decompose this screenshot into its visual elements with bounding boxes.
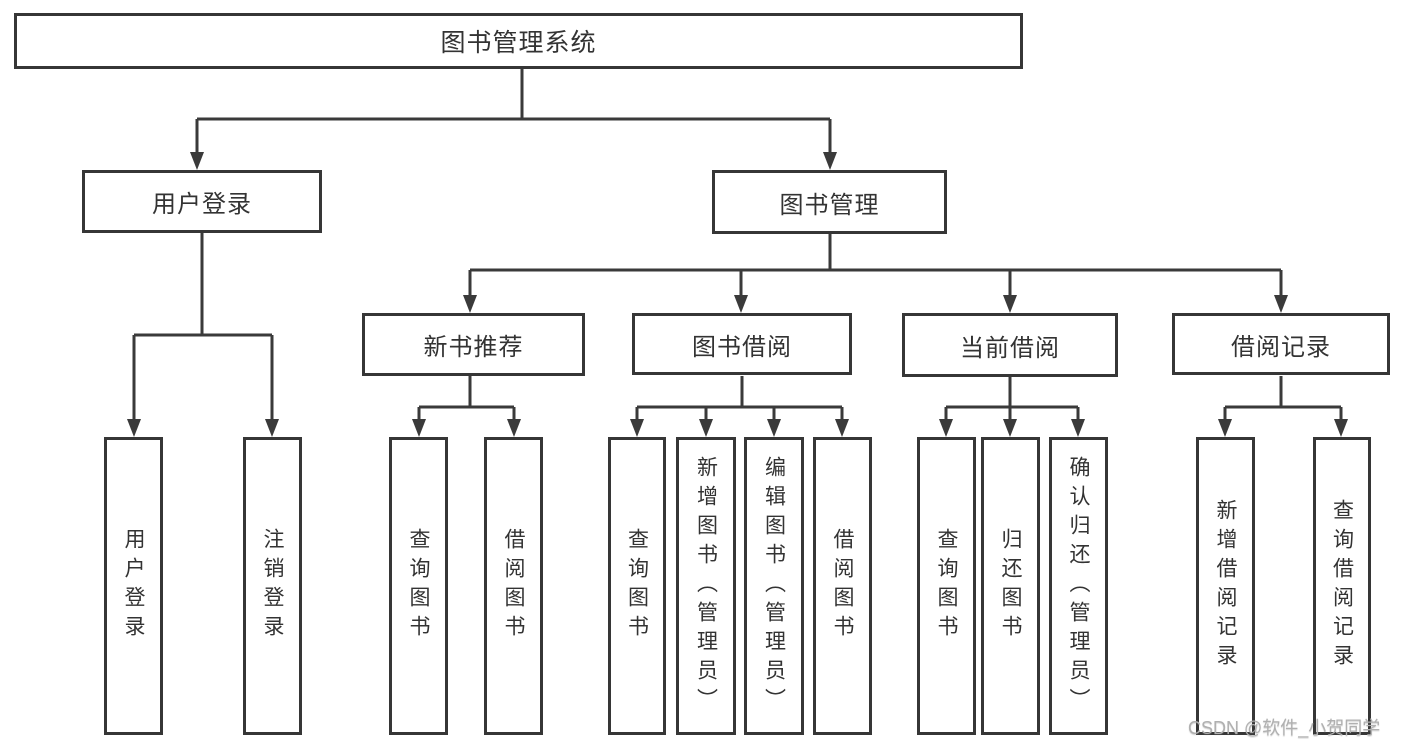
- connector-borrow-records-to-leaves: [1223, 376, 1343, 420]
- leaf-label: 新增借阅记录: [1214, 499, 1237, 673]
- leaf-query-books-borrow: 查询图书: [608, 437, 666, 735]
- leaf-label: 查询图书: [407, 528, 430, 644]
- node-label: 图书管理: [779, 191, 880, 219]
- node-label: 图书借阅: [692, 333, 792, 361]
- arrowhead: [412, 419, 426, 437]
- leaf-label: 查询图书: [935, 528, 958, 644]
- connector-book-borrow-to-leaves: [635, 376, 844, 420]
- leaf-query-borrow-record: 查询借阅记录: [1313, 437, 1371, 735]
- node-user-login: 用户登录: [82, 170, 322, 233]
- node-book-management: 图书管理: [712, 170, 947, 234]
- connector-book-mgmt-to-level3: [468, 234, 1283, 296]
- arrowhead: [734, 295, 748, 313]
- connector-current-borrow-to-leaves: [944, 377, 1080, 420]
- leaf-borrow-books: 借阅图书: [813, 437, 872, 735]
- connector-new-book-to-leaves: [417, 376, 516, 420]
- arrowhead: [939, 419, 953, 437]
- leaf-label: 编辑图书（管理员）: [762, 455, 786, 717]
- arrowhead: [1071, 419, 1085, 437]
- leaf-edit-books-admin: 编辑图书（管理员）: [744, 437, 804, 735]
- arrowhead: [1274, 295, 1288, 313]
- leaf-label: 新增图书（管理员）: [694, 455, 718, 717]
- arrowhead: [190, 152, 204, 170]
- leaf-label: 确认归还（管理员）: [1067, 455, 1090, 717]
- arrowhead: [463, 295, 477, 313]
- leaf-query-books-current: 查询图书: [917, 437, 976, 735]
- node-label: 图书管理系统: [440, 29, 597, 57]
- leaf-label: 查询借阅记录: [1330, 499, 1354, 673]
- csdn-watermark: CSDN @软件_小贺同学: [1188, 718, 1381, 738]
- arrowhead: [1334, 419, 1348, 437]
- leaf-label: 注销登录: [261, 528, 284, 644]
- arrowhead: [835, 419, 849, 437]
- node-book-borrow: 图书借阅: [632, 313, 852, 375]
- node-label: 用户登录: [152, 191, 252, 218]
- node-current-borrow: 当前借阅: [902, 313, 1118, 377]
- leaf-add-borrow-record: 新增借阅记录: [1196, 437, 1255, 735]
- arrowhead: [127, 419, 141, 437]
- leaf-query-books-recommend: 查询图书: [389, 437, 448, 735]
- leaf-return-books: 归还图书: [981, 437, 1040, 735]
- leaf-label: 借阅图书: [831, 528, 854, 644]
- node-label: 新书推荐: [423, 334, 524, 361]
- arrowhead: [823, 152, 837, 170]
- node-label: 借阅记录: [1231, 333, 1331, 361]
- leaf-logout: 注销登录: [243, 437, 302, 735]
- arrowhead: [767, 419, 781, 437]
- leaf-confirm-return-admin: 确认归还（管理员）: [1049, 437, 1108, 735]
- node-label: 当前借阅: [960, 334, 1060, 362]
- leaf-label: 归还图书: [999, 528, 1022, 644]
- arrowhead: [507, 419, 521, 437]
- arrowhead: [265, 419, 279, 437]
- leaf-add-books-admin: 新增图书（管理员）: [676, 437, 736, 735]
- connector-root-to-level2: [195, 69, 832, 153]
- leaf-label: 借阅图书: [502, 528, 525, 644]
- leaf-label: 用户登录: [122, 528, 145, 644]
- node-borrow-records: 借阅记录: [1172, 313, 1390, 375]
- node-new-book-recommend: 新书推荐: [362, 313, 585, 376]
- leaf-user-login: 用户登录: [104, 437, 163, 735]
- leaf-label: 查询图书: [625, 528, 649, 644]
- node-root-library-system: 图书管理系统: [14, 13, 1023, 69]
- connector-user-login-to-leaves: [132, 233, 274, 420]
- leaf-borrow-books-recommend: 借阅图书: [484, 437, 543, 735]
- arrowhead: [1003, 419, 1017, 437]
- arrowhead: [630, 419, 644, 437]
- arrowhead: [1003, 295, 1017, 313]
- arrowhead: [699, 419, 713, 437]
- arrowhead: [1218, 419, 1232, 437]
